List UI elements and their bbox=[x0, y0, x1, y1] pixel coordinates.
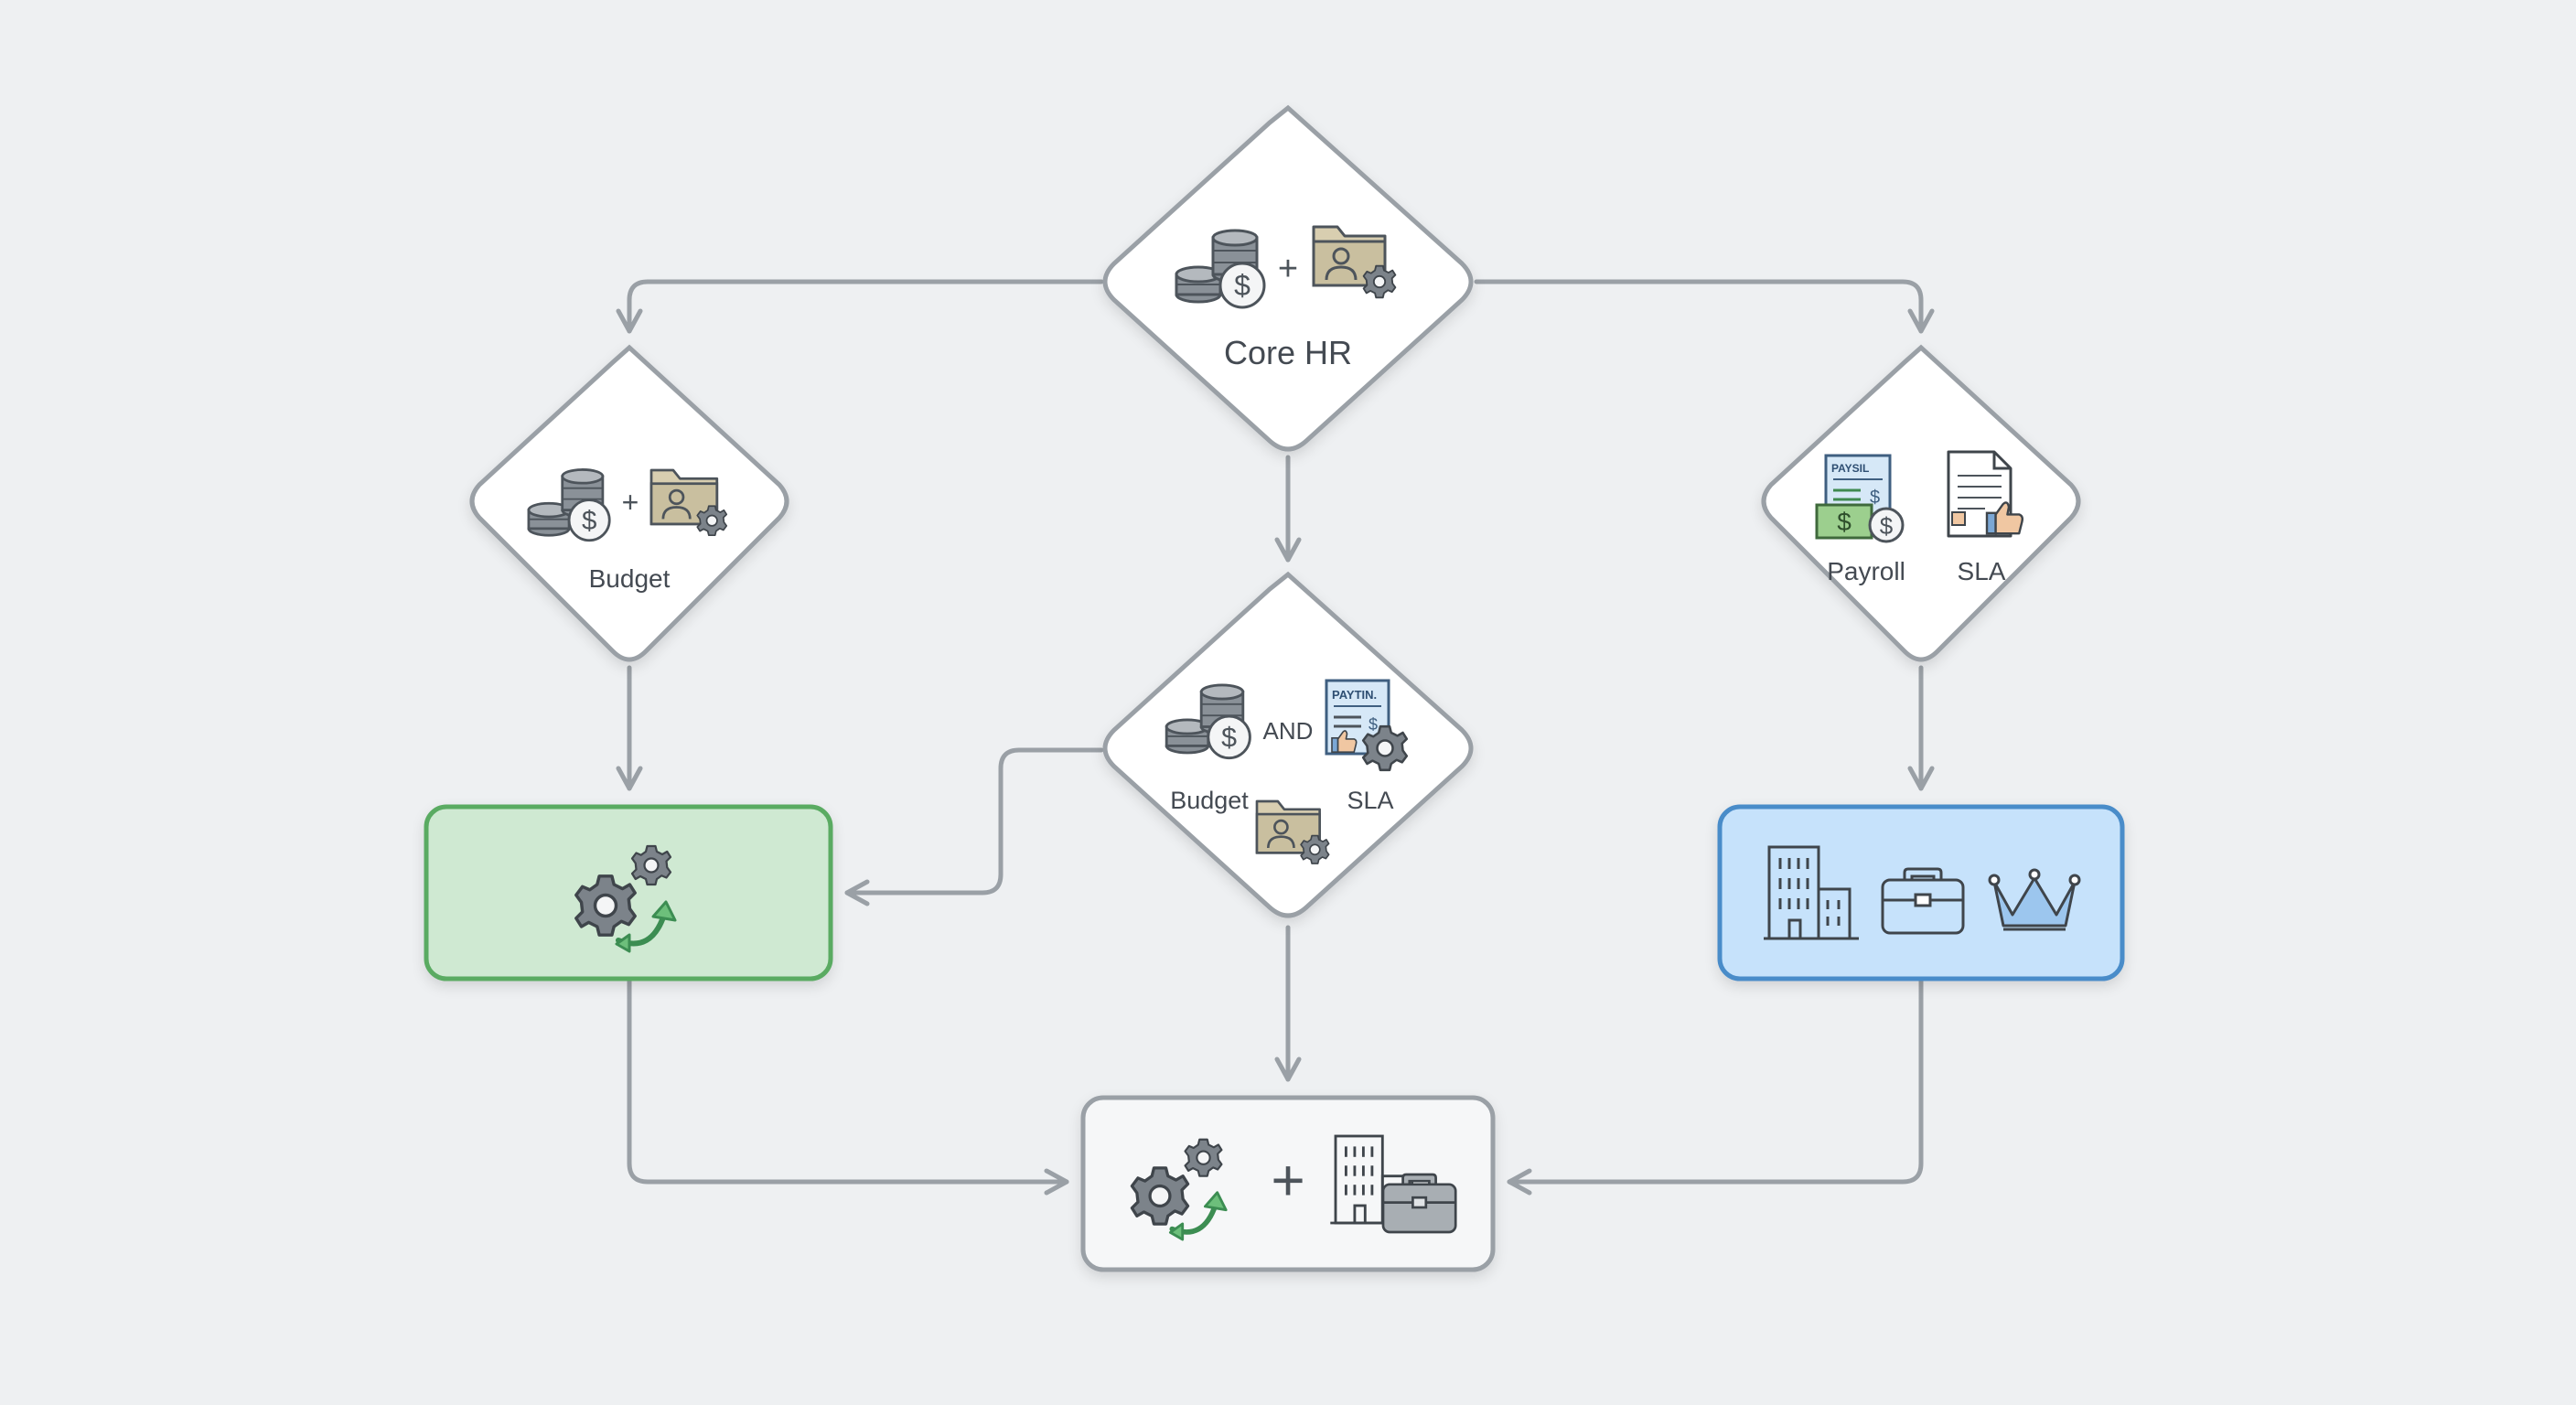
sla-label: SLA bbox=[1347, 787, 1393, 814]
and-connector: AND bbox=[1263, 717, 1314, 745]
decision-budget-and-sla[interactable]: AND PAYTIN. $ Budget SLA bbox=[1102, 571, 1474, 918]
plus-sign: + bbox=[622, 486, 639, 519]
decision-budget[interactable]: + Budget bbox=[469, 344, 789, 662]
edge-green-to-bottom bbox=[627, 976, 1069, 1196]
payroll-document-gear-icon: PAYTIN. $ bbox=[1325, 679, 1409, 772]
svg-text:$: $ bbox=[1368, 715, 1378, 734]
process-box-blue[interactable] bbox=[1717, 804, 2125, 981]
svg-text:PAYTIN.: PAYTIN. bbox=[1332, 688, 1377, 702]
connector-lines bbox=[616, 279, 1935, 1196]
svg-text:PAYSIL: PAYSIL bbox=[1831, 462, 1869, 475]
svg-text:$: $ bbox=[1837, 508, 1852, 536]
svg-text:$: $ bbox=[1880, 512, 1894, 540]
svg-text:$: $ bbox=[1870, 488, 1880, 508]
decision-payroll-sla[interactable]: PAYSIL $ $ $ Payroll SLA bbox=[1761, 344, 2081, 662]
edge-top-to-right bbox=[1474, 279, 1935, 334]
edge-top-to-left bbox=[616, 279, 1104, 334]
budget-label: Budget bbox=[1170, 787, 1249, 814]
sla-document-thumbs-up-icon bbox=[1947, 450, 2024, 538]
decision-core-hr[interactable]: + Core HR bbox=[1102, 104, 1474, 452]
edge-center-to-green bbox=[844, 747, 1104, 906]
core-hr-label: Core HR bbox=[1224, 334, 1352, 371]
sla-label: SLA bbox=[1958, 557, 2006, 585]
payroll-label: Payroll bbox=[1827, 557, 1905, 585]
edge-blue-to-bottom bbox=[1507, 976, 1924, 1196]
plus-sign: + bbox=[1271, 1147, 1304, 1213]
plus-sign: + bbox=[1278, 250, 1298, 288]
budget-label: Budget bbox=[589, 564, 671, 593]
process-box-green[interactable] bbox=[424, 804, 833, 981]
payroll-document-icon: PAYSIL $ $ $ bbox=[1815, 454, 1905, 543]
briefcase-icon bbox=[1381, 1173, 1457, 1234]
result-box[interactable]: + bbox=[1080, 1095, 1496, 1272]
